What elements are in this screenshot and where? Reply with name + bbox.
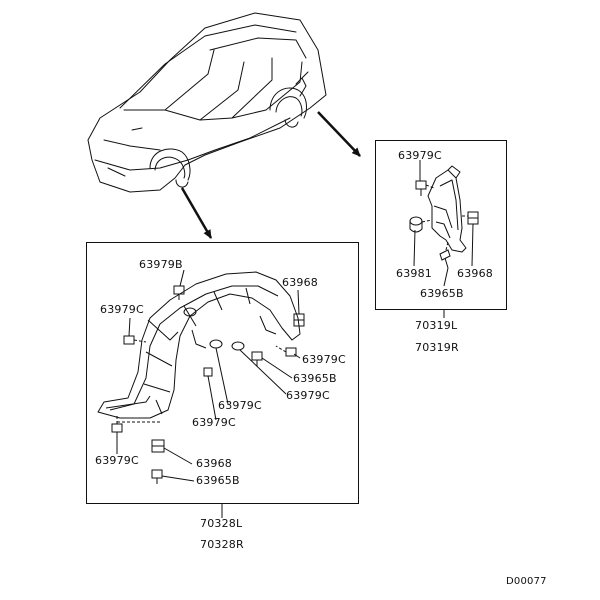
front-nut-63968-bottom [151, 439, 165, 453]
label-front-clip-right-1: 63979C [302, 353, 346, 366]
rear-nut-63968 [462, 211, 479, 225]
label-front-clip-top: 63979B [139, 258, 183, 271]
front-bolt-63965b-right [251, 351, 263, 366]
label-rear-screw: 63981 [396, 267, 432, 280]
label-front-clip-center-1: 63979C [218, 399, 262, 412]
front-group-box [86, 242, 359, 504]
front-splash-guard-part [97, 271, 301, 419]
rear-screw-63981 [409, 216, 433, 233]
label-front-bolt-right: 63965B [293, 372, 337, 385]
rear-splash-guard-part [427, 165, 467, 253]
front-clip-63979c-left [123, 335, 147, 345]
rear-group-box [375, 140, 507, 310]
front-bolt-63965b-bottom [151, 469, 163, 484]
label-rear-nut: 63968 [457, 267, 493, 280]
car-illustration [87, 12, 327, 193]
front-part-number-left: 70328L [200, 517, 243, 530]
leader-lines [116, 160, 474, 518]
front-nut-63968-top [293, 313, 305, 327]
front-clip-63979c-right-1 [275, 345, 297, 357]
rear-part-number-left: 70319L [415, 319, 458, 332]
label-front-nut-top: 63968 [282, 276, 318, 289]
arrow-to-rear-group [317, 111, 361, 157]
label-front-clip-left: 63979C [100, 303, 144, 316]
label-rear-clip-top: 63979C [398, 149, 442, 162]
label-front-clip-center-2: 63979C [192, 416, 236, 429]
label-front-clip-right-2: 63979C [286, 389, 330, 402]
rear-clip-63979c [415, 180, 435, 196]
figure-id: D00077 [506, 576, 547, 587]
front-clip-63979b [173, 285, 185, 300]
front-clip-63979c-bottom [111, 416, 160, 440]
label-front-bolt-bottom: 63965B [196, 474, 240, 487]
label-front-clip-bottom: 63979C [95, 454, 139, 467]
rear-bolt-63965b [439, 241, 451, 269]
label-rear-bolt: 63965B [420, 287, 464, 300]
label-front-nut-bottom: 63968 [196, 457, 232, 470]
front-part-number-right: 70328R [200, 538, 244, 551]
rear-part-number-right: 70319R [415, 341, 459, 354]
arrow-to-front-group [180, 187, 213, 239]
